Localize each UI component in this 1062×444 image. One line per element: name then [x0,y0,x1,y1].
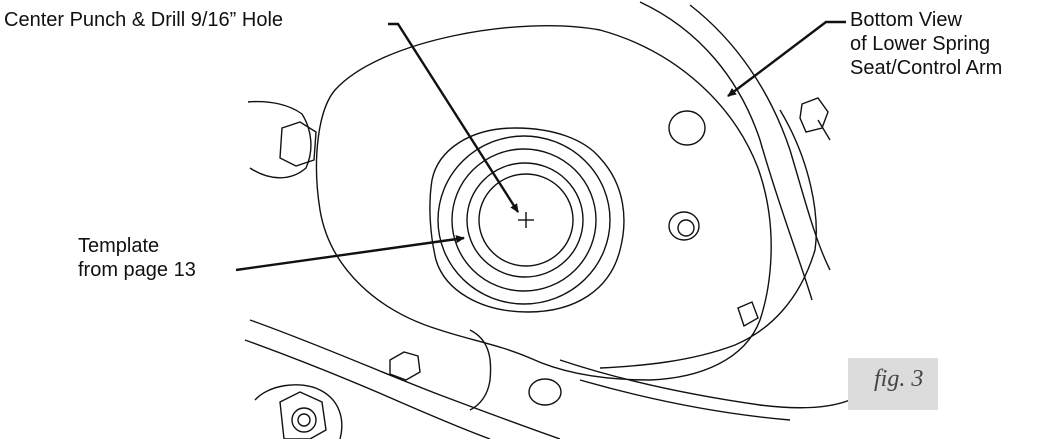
figure-caption: fig. 3 [874,366,924,392]
spring-seat-plate [315,25,772,381]
control-arm-right-curve [599,109,817,369]
center-punch-leader [388,22,520,213]
seat-ring-middle [451,148,597,292]
seat-ring-outer [437,135,611,305]
template-outline [429,127,625,313]
bottom-view-label-line1: Bottom View [850,9,962,31]
bottom-view-label-line3: Seat/Control Arm [850,57,1003,79]
fitting-outer [254,384,343,440]
template-label-line1: Template [78,235,160,257]
control-arm-sweep-2 [579,379,791,421]
control-arm-lower-edge-2 [244,339,491,440]
template-label-line2: from page 13 [78,259,196,281]
small-tab-right [737,301,759,328]
bracket-tab-inner [279,121,317,167]
figure-caption-box [848,358,938,410]
bottom-view-leader [727,20,846,97]
side-bolt [799,97,829,133]
plug-upper [668,110,706,146]
plug-lower [528,378,562,406]
seat-ring-core [478,173,574,267]
center-punch-label: Center Punch & Drill 9/16” Hole [4,9,284,31]
plug-lower-left [389,351,421,381]
plate-notch [469,329,492,411]
bolt-head-inner [677,219,695,237]
control-arm-sweep [559,359,851,409]
fitting-nut [291,407,317,433]
control-arm-edge [689,4,831,271]
control-arm-lower-edge [249,319,561,440]
bottom-view-label-line2: of Lower Spring [850,33,991,55]
control-arm-edge-outer [639,1,813,301]
template-leader [235,235,465,272]
bracket-tab-outline [247,100,312,179]
fitting-nut-inner [297,413,311,427]
side-bolt-shaft [817,119,831,141]
bolt-head [668,211,700,241]
seat-ring-inner [466,162,584,278]
